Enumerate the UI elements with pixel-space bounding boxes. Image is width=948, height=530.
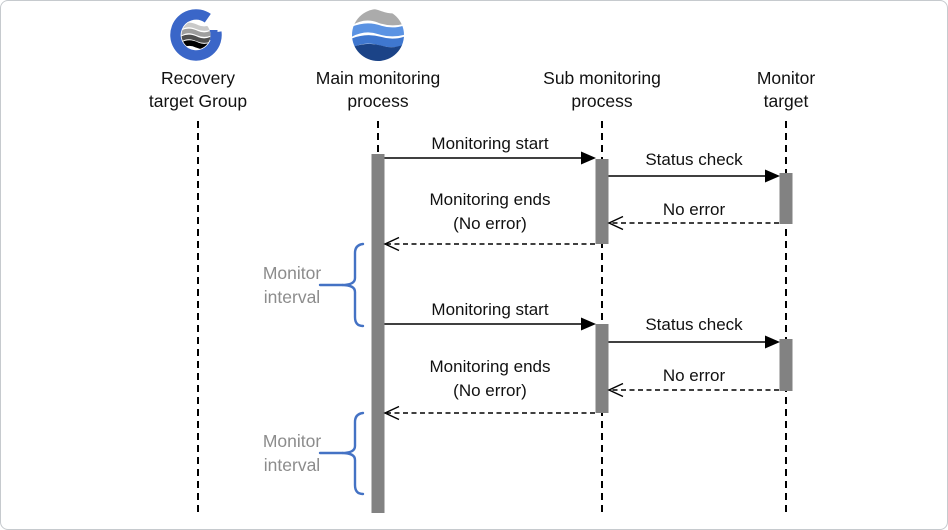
actor-recovery-target-group: Recovery target Group <box>88 67 308 113</box>
label-status-check-2: Status check <box>645 315 743 334</box>
label-monitor-interval-1-line2: interval <box>263 287 321 307</box>
actor-label-line: target Group <box>148 91 248 111</box>
actor-label-line: process <box>571 91 633 111</box>
actor-label-line: Main monitoring <box>315 68 441 88</box>
actor-label-line: Sub monitoring <box>543 68 661 88</box>
actor-label-line: Recovery <box>161 68 235 88</box>
label-monitoring-ends-1: Monitoring ends (No error) <box>380 188 600 236</box>
arrowhead-status-check-2 <box>765 335 780 349</box>
label-monitor-interval-2: Monitor interval <box>222 429 362 477</box>
label-monitor-interval-2-line1: Monitor <box>262 431 322 451</box>
label-monitor-interval-2-line2: interval <box>263 455 321 475</box>
label-monitoring-ends-1-line1: Monitoring ends <box>429 190 551 209</box>
label-monitoring-start-2: Monitoring start <box>431 300 549 319</box>
label-monitoring-ends-2: Monitoring ends (No error) <box>380 355 600 403</box>
arrowhead-monitoring-ends-2 <box>383 405 400 421</box>
wave-sphere-icon <box>352 9 404 61</box>
globe-g-icon <box>170 9 222 61</box>
label-no-error-2: No error <box>662 366 726 385</box>
actor-label-line: Monitor <box>756 68 816 88</box>
arrowhead-monitoring-ends-1 <box>383 236 400 252</box>
label-monitor-interval-1-line1: Monitor <box>262 263 322 283</box>
label-status-check-1: Status check <box>645 150 743 169</box>
label-monitoring-ends-2-line1: Monitoring ends <box>429 357 551 376</box>
actor-label-line: process <box>347 91 409 111</box>
actor-sub-monitoring-process: Sub monitoring process <box>492 67 712 113</box>
actor-label-line: target <box>763 91 809 111</box>
actor-monitor-target: Monitor target <box>676 67 896 113</box>
label-monitoring-ends-1-line2: (No error) <box>453 214 527 233</box>
label-monitoring-ends-2-line2: (No error) <box>453 381 527 400</box>
label-no-error-1: No error <box>662 200 726 219</box>
label-monitor-interval-1: Monitor interval <box>222 261 362 309</box>
label-monitoring-start-1: Monitoring start <box>431 134 549 153</box>
actor-main-monitoring-process: Main monitoring process <box>268 67 488 113</box>
